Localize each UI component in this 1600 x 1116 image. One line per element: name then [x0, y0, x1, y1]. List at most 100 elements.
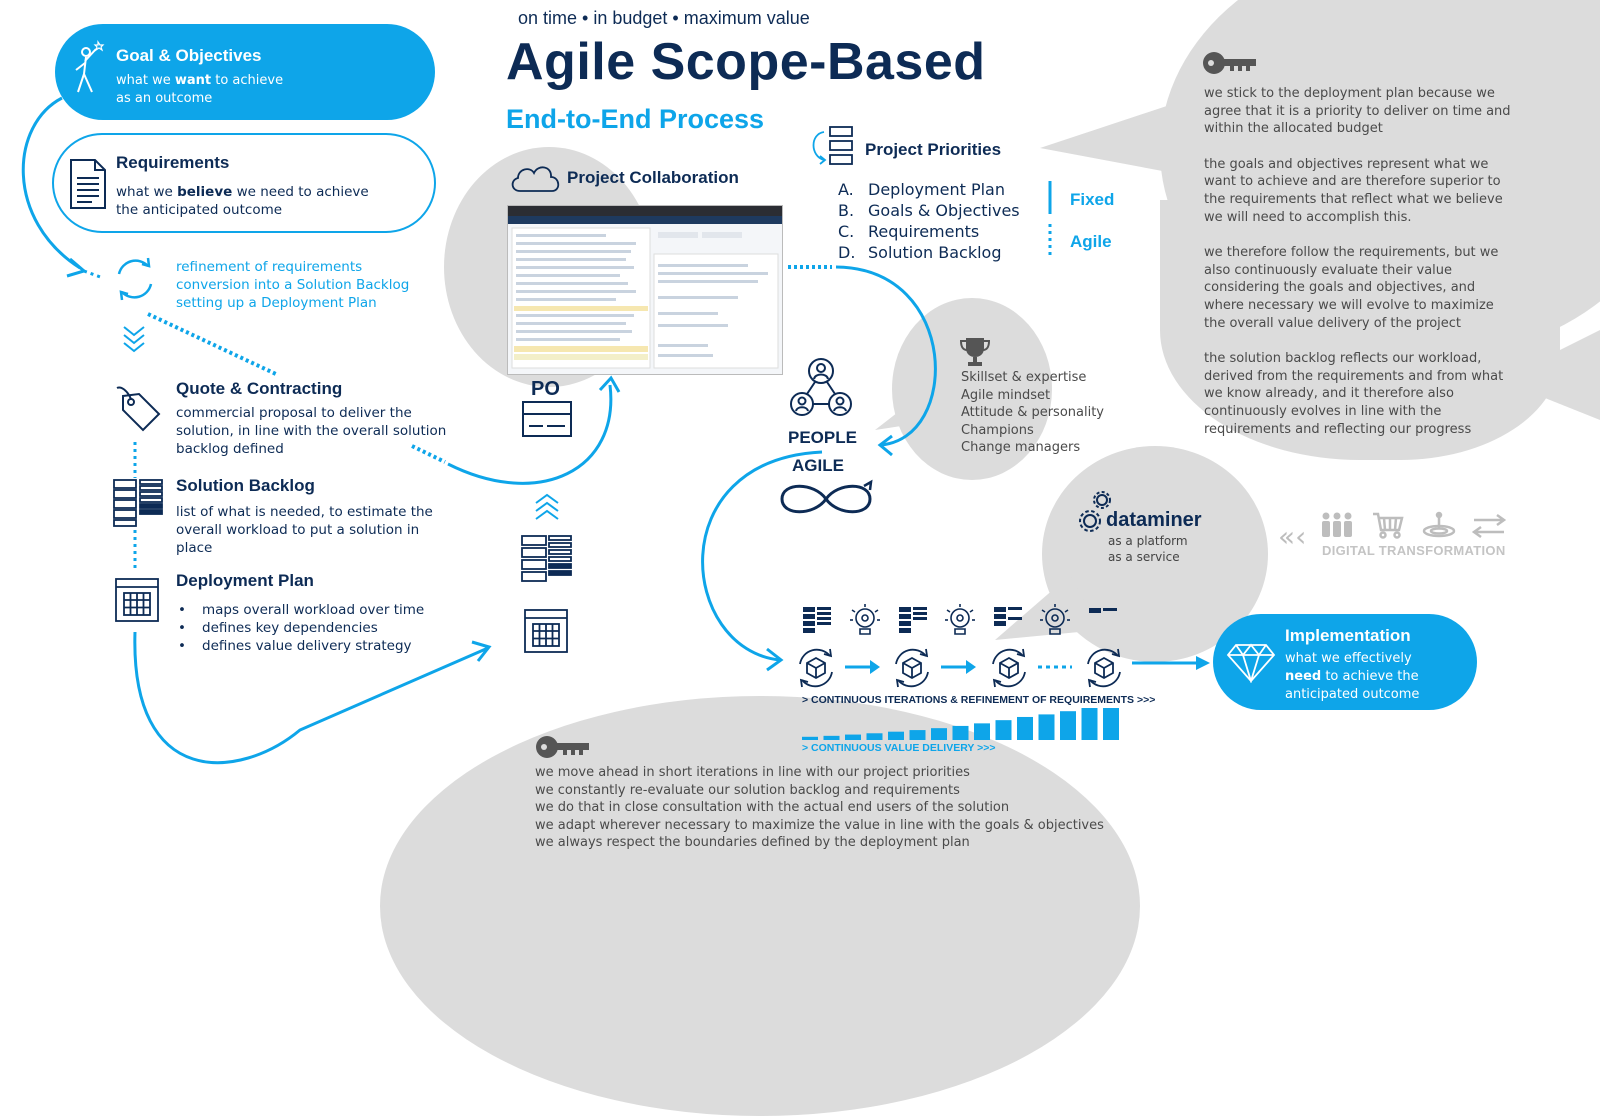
value-delivery-bars	[802, 708, 1119, 740]
note-line: agree that it is a priority to deliver o…	[1204, 103, 1511, 119]
collaboration-title: Project Collaboration	[567, 168, 739, 187]
plan-item: defines key dependencies	[176, 619, 424, 637]
plan-item: defines value delivery strategy	[176, 637, 424, 655]
quote-line: backlog defined	[176, 441, 284, 457]
backlog-title: Solution Backlog	[176, 476, 315, 495]
dataminer-line: as a platform	[1108, 534, 1188, 548]
requirements-line2: the anticipated outcome	[116, 202, 283, 218]
value-bar	[802, 736, 818, 740]
goal-objectives-pill	[55, 24, 435, 120]
requirements-line1-post: we need to achieve	[232, 184, 369, 200]
note-line: we adapt wherever necessary to maximize …	[535, 817, 1104, 833]
person-reaching-star-icon	[68, 40, 108, 104]
refinement-line: refinement of requirements	[176, 259, 363, 275]
key-icon	[535, 734, 591, 764]
note-paragraph: we therefore follow the requirements, bu…	[1204, 244, 1544, 332]
priority-letter: C.	[838, 222, 855, 241]
note-line: also continuously evaluate their value	[1204, 262, 1453, 278]
dataminer-name: dataminer	[1106, 509, 1202, 531]
backlog-line: list of what is needed, to estimate the	[176, 504, 433, 520]
cloud-icon	[508, 160, 562, 198]
priority-item: C.Requirements	[838, 221, 1020, 242]
dataminer-line: as a service	[1108, 550, 1180, 564]
refinement-line: conversion into a Solution Backlog	[176, 277, 410, 293]
fixed-label: Fixed	[1070, 190, 1115, 209]
po-label: PO	[531, 378, 560, 400]
people-network-icon	[790, 357, 852, 423]
quote-title: Quote & Contracting	[176, 379, 343, 398]
cube-cycle-icon	[890, 646, 934, 694]
value-bar	[952, 725, 969, 740]
infinity-icon	[778, 478, 874, 524]
refresh-cycle-icon	[110, 254, 160, 308]
note-line: we do that in close consultation with th…	[535, 800, 1010, 816]
note-paragraph: we stick to the deployment plan because …	[1204, 85, 1544, 138]
note-line: we therefore follow the requirements, bu…	[1204, 245, 1499, 261]
people-traits: Skillset & expertise Agile mindset Attit…	[961, 369, 1104, 457]
priority-item: D.Solution Backlog	[838, 242, 1020, 263]
price-tag-icon	[113, 382, 163, 436]
backlog-description: list of what is needed, to estimate the …	[176, 503, 433, 557]
gear-icon	[1078, 490, 1114, 538]
exchange-arrows-icon	[1471, 513, 1507, 543]
trait-item: Skillset & expertise	[961, 370, 1087, 385]
iterations-label: > CONTINUOUS ITERATIONS & REFINEMENT OF …	[802, 694, 1156, 706]
quote-line: solution, in line with the overall solut…	[176, 423, 447, 439]
digital-transformation-label: DIGITAL TRANSFORMATION	[1322, 543, 1506, 558]
cube-cycle-icon	[1082, 646, 1126, 694]
note-line: the requirements that reflect what we be…	[1204, 191, 1503, 207]
backlog-grid-icon	[113, 479, 163, 531]
bubble-people	[892, 298, 1052, 480]
value-bar	[909, 730, 926, 740]
key-icon	[1202, 50, 1258, 80]
priority-label: Goals & Objectives	[868, 201, 1020, 220]
lightbulb-gear-icon	[849, 602, 881, 642]
page-title: Agile Scope-Based	[506, 33, 986, 91]
priority-item: A.Deployment Plan	[838, 179, 1020, 200]
refinement-text: refinement of requirements conversion in…	[176, 258, 409, 312]
value-bar	[1038, 714, 1055, 740]
cube-cycle-icon	[794, 646, 838, 694]
value-bar	[823, 735, 840, 740]
goal-title: Goal & Objectives	[116, 46, 262, 65]
note-paragraph: the goals and objectives represent what …	[1204, 156, 1544, 226]
calendar-grid-icon	[524, 609, 568, 657]
agile-label: Agile	[1070, 232, 1112, 251]
screen-icon	[521, 400, 573, 444]
value-bar	[866, 733, 883, 740]
priority-list-icon	[808, 124, 854, 172]
tagline: on time • in budget • maximum value	[518, 8, 810, 28]
cube-cycle-icon	[987, 646, 1031, 694]
implementation-line2-bold: need	[1285, 669, 1322, 684]
backlog-line: place	[176, 540, 213, 556]
screenshot-content	[511, 227, 779, 369]
goal-line1-post: to achieve	[211, 73, 284, 88]
backlog-line: overall workload to put a solution in	[176, 522, 420, 538]
value-bar	[995, 720, 1012, 740]
value-bar	[974, 723, 990, 740]
note-line: the solution backlog reflects our worklo…	[1204, 351, 1482, 367]
note-line: we always respect the boundaries defined…	[535, 835, 970, 851]
implementation-line2-post: to achieve the	[1321, 669, 1419, 684]
cart-icon	[1372, 511, 1404, 543]
note-line: within the allocated budget	[1204, 121, 1383, 137]
trait-item: Champions	[961, 422, 1034, 438]
key-notes-bottom: we move ahead in short iterations in lin…	[535, 764, 1104, 852]
value-bar	[888, 731, 904, 740]
iteration-backlog-icon	[898, 606, 928, 638]
value-bar	[931, 728, 947, 740]
plan-item: maps overall workload over time	[176, 601, 424, 619]
chevrons-left-icon: «‹	[1278, 520, 1307, 553]
people-icon	[1320, 511, 1354, 543]
implementation-title: Implementation	[1285, 626, 1411, 645]
note-line: we know already, and it therefore also	[1204, 386, 1454, 402]
signal-icon	[1422, 511, 1456, 543]
iteration-backlog-icon	[993, 606, 1023, 638]
backlog-grid-icon	[521, 535, 573, 589]
document-icon	[68, 158, 108, 214]
note-line: we will need to accomplish this.	[1204, 209, 1412, 225]
app-screenshot	[507, 205, 783, 375]
quote-line: commercial proposal to deliver the	[176, 405, 412, 421]
plan-title: Deployment Plan	[176, 571, 314, 590]
lightbulb-gear-icon	[944, 602, 976, 642]
